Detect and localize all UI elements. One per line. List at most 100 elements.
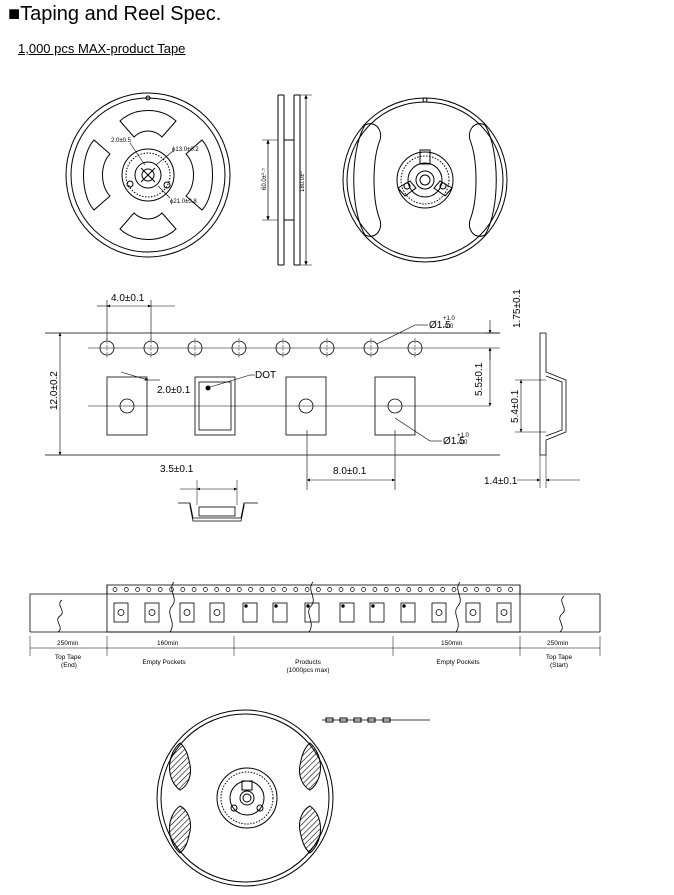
strip-sprocket-hole <box>383 587 389 592</box>
pocket-hole <box>298 398 314 414</box>
strip-pocket-hole <box>183 609 191 616</box>
strip-pocket <box>179 602 195 623</box>
leader-label-1b: (End) <box>61 662 77 669</box>
dim-pocket-width: 3.5±0.1 <box>160 464 194 475</box>
dim-edge-to-hole: 1.75±0.1 <box>512 289 523 328</box>
strip-pocket <box>496 602 512 623</box>
strip-sprocket-hole <box>236 587 242 592</box>
strip-sprocket-hole <box>508 587 513 592</box>
strip-pocket-dot <box>371 604 375 608</box>
dim-hole-bottom: Ø1.5 <box>443 436 465 447</box>
strip-sprocket-hole <box>180 587 186 592</box>
strip-sprocket-hole <box>214 587 220 592</box>
leader-len-4: 150min <box>441 640 463 647</box>
dim-tape-width: 12.0±0.2 <box>49 371 60 410</box>
strip-pocket <box>113 602 129 623</box>
strip-sprocket-hole <box>417 587 423 592</box>
strip-pocket <box>144 602 160 623</box>
sprocket-holes <box>99 338 423 358</box>
strip-sprocket-hole <box>259 587 265 592</box>
carrier-tape-detail <box>45 332 500 456</box>
strip-pocket-dot <box>306 604 310 608</box>
strip-pocket <box>400 602 416 623</box>
tape-dimension-lines <box>58 300 500 490</box>
pocket <box>285 376 327 436</box>
strip-sprocket-hole <box>225 587 231 592</box>
strip-sprocket-hole <box>372 587 378 592</box>
strip-sprocket-hole <box>146 587 152 592</box>
dim-thickness: 1.4±0.1 <box>484 476 518 487</box>
dim-pitch-sprocket: 4.0±0.1 <box>111 293 145 304</box>
leader-len-1: 250min <box>57 640 79 647</box>
strip-sprocket-hole <box>112 587 118 592</box>
strip-sprocket-hole <box>191 587 197 592</box>
strip-pocket-hole <box>213 609 221 616</box>
sprocket-hole <box>231 340 247 356</box>
leader-len-2: 160min <box>157 640 179 647</box>
sprocket-hole <box>319 340 335 356</box>
reel-bottom-view <box>156 709 430 887</box>
dim-pocket-to-hole: 2.0±0.1 <box>157 385 191 396</box>
reel-side-view <box>262 94 312 266</box>
strip-sprocket-hole <box>248 587 253 592</box>
dim-pocket-depth: 5.4±0.1 <box>510 389 521 423</box>
dim-hole-top-tol-minus: -0.0 <box>443 324 454 330</box>
strip-sprocket-hole <box>349 587 355 592</box>
strip-sprocket-hole <box>270 587 276 592</box>
dot-label: DOT <box>255 370 276 381</box>
pocket <box>106 376 148 436</box>
strip-sprocket-hole <box>157 587 163 592</box>
reel-back-view <box>342 97 508 263</box>
strip-sprocket-hole <box>406 587 412 592</box>
strip-pocket <box>209 602 225 623</box>
strip-pocket <box>369 602 385 623</box>
strip-pocket <box>304 602 320 623</box>
pocket-cross-section <box>178 480 258 522</box>
dim-pocket-pitch: 8.0±0.1 <box>333 466 367 477</box>
leader-label-3a: Products <box>295 659 321 666</box>
dim-hole-top-tol-plus: +1.0 <box>443 316 456 322</box>
sprocket-hole <box>407 340 423 356</box>
leader-label-5b: (Start) <box>550 662 568 669</box>
strip-sprocket-hole <box>429 587 434 592</box>
reel-dim-inner: 60.0±⁰·⁵ <box>261 168 268 190</box>
reel-dim-13: ϕ13.0±0.2 <box>172 147 199 153</box>
page-subtitle: 1,000 pcs MAX-product Tape <box>18 41 186 56</box>
strip-pocket <box>431 602 447 623</box>
leader-strip <box>29 581 601 656</box>
strip-sprocket-hole <box>282 587 287 592</box>
leader-len-5: 250min <box>547 640 569 647</box>
strip-sprocket-hole <box>451 587 457 592</box>
sprocket-hole <box>363 340 379 356</box>
strip-sprocket-hole <box>474 587 479 592</box>
leader-label-1a: Top Tape <box>55 654 82 661</box>
strip-sprocket-hole <box>316 587 321 592</box>
pocket-component <box>198 381 232 431</box>
strip-sprocket-hole <box>361 587 366 592</box>
sprocket-hole <box>143 340 159 356</box>
strip-sprocket-hole <box>304 587 310 592</box>
strip-sprocket-hole <box>135 587 140 592</box>
strip-sprocket-hole <box>338 587 344 592</box>
strip-pocket <box>465 602 481 623</box>
strip-pocket-hole <box>500 609 508 616</box>
tape-pockets <box>106 376 416 436</box>
strip-pockets <box>113 602 512 623</box>
leader-label-2a: Empty Pockets <box>142 659 186 666</box>
dot-marker <box>205 385 211 391</box>
strip-sprocket-hole <box>395 587 400 592</box>
reel-dim-outer: 180.0±⁰ <box>299 171 306 192</box>
pocket <box>194 376 236 436</box>
dim-hole-to-center: 5.5±0.1 <box>474 362 485 396</box>
strip-sprocket-hole <box>203 587 208 592</box>
sprocket-hole <box>187 340 203 356</box>
strip-sprocket-hole <box>327 587 333 592</box>
dim-hole-bottom-tol-plus: +1.0 <box>457 433 470 439</box>
sprocket-hole <box>99 340 115 356</box>
reel-front-view <box>65 92 231 258</box>
strip-sprocket-hole <box>169 587 174 592</box>
pocket-hole <box>387 398 403 414</box>
strip-pocket-hole <box>469 609 477 616</box>
page-title: ■Taping and Reel Spec. <box>8 3 222 25</box>
